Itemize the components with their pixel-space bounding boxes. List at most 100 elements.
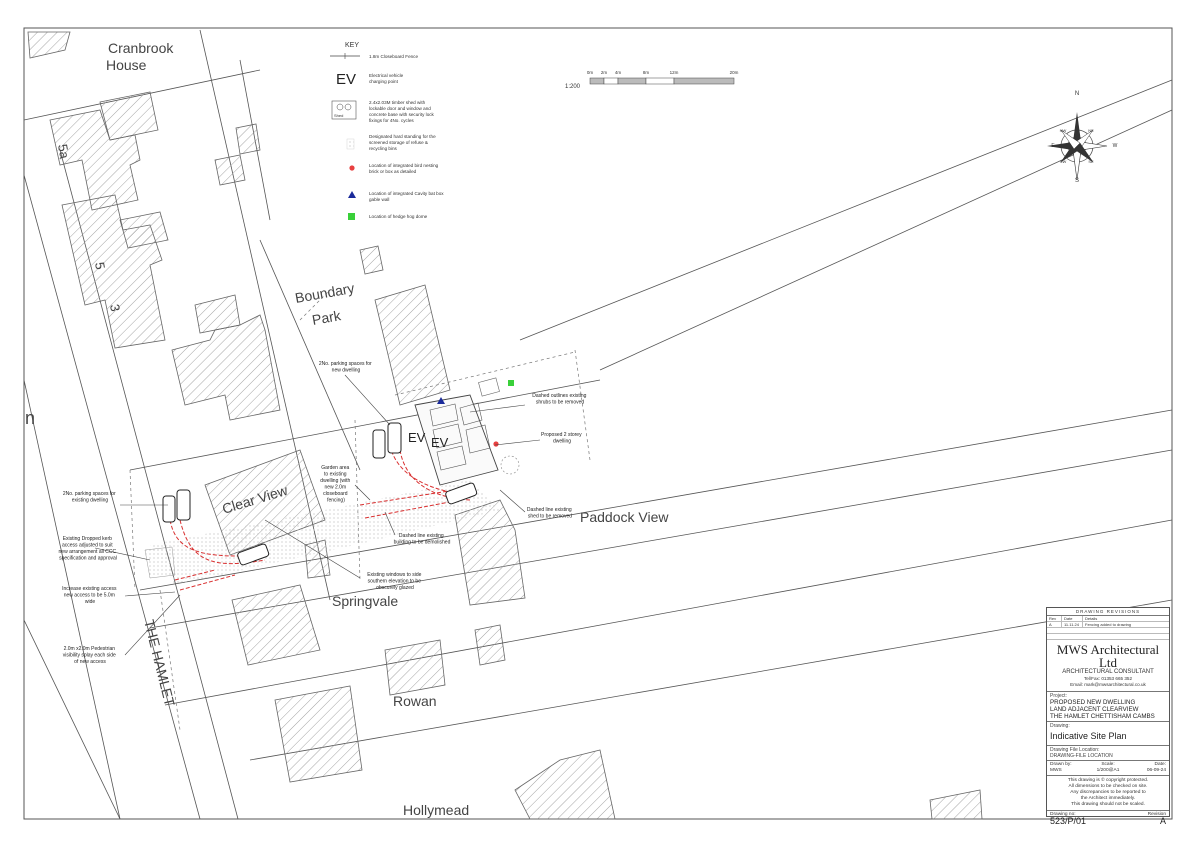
note-parking-existing: 2No. parking spaces for existing dwellin… — [63, 491, 117, 504]
note-visibility-splay: 2.0m x2.0m Pedestrian visibility splay e… — [63, 646, 117, 665]
legend-ev-text: Electrical vehicle charging point — [369, 73, 405, 84]
date-value: 06-09-24 — [1146, 768, 1167, 773]
project-line: THE HAMLET CHETTISHAM CAMBS — [1050, 713, 1155, 720]
title-block: DRAWING REVISIONS Rev Date Details A 11.… — [1046, 607, 1170, 826]
hard-standing-swatch — [346, 138, 355, 150]
legend-shed-text: 2.4x2.03M timber shed with lockable door… — [369, 100, 435, 123]
existing-buildings — [27, 31, 983, 820]
hedgehog-dome-marker — [348, 213, 355, 220]
label-park: Park — [311, 307, 343, 328]
project-block: Project: PROPOSED NEW DWELLING LAND ADJA… — [1047, 692, 1169, 722]
bat-box-marker — [437, 397, 445, 404]
label-the-hamlet: THE HAMLET — [141, 618, 178, 708]
note-dropped-kerb: Existing Dropped kerb access adjusted to… — [59, 536, 118, 562]
label-boundary: Boundary — [294, 280, 356, 306]
scale-tick: 0m — [587, 70, 594, 75]
legend-fence-text: 1.8m Closeboard Fence — [369, 54, 418, 59]
project-line: LAND ADJACENT CLEARVIEW — [1050, 706, 1139, 713]
drawing-no-label: Drawing no: — [1050, 812, 1076, 817]
note-parking-new: 2No. parking spaces for new dwelling — [319, 361, 373, 374]
note-shed-removed: Dashed line existing shed to be removed — [527, 507, 573, 520]
shed-icon — [331, 100, 357, 120]
label-house-3: 3 — [107, 303, 123, 313]
meta-block: Drawn by: Scale: Date: MWS 1/200@A1 06-0… — [1047, 761, 1169, 776]
company-email: Email: mark@mwsarchitectural.co.uk — [1070, 682, 1146, 687]
copyright-line: All dimensions to be checked on site. — [1068, 784, 1148, 789]
ev-label: EV — [408, 430, 426, 445]
legend-ev-symbol: EV — [336, 71, 356, 88]
revision-headers: Rev Date Details — [1047, 616, 1169, 622]
legend-shed-symbol: Shed — [334, 113, 343, 118]
note-shrubs-removed: Dashed outlines existing shrubs to be re… — [532, 393, 588, 406]
label-house-5a: 5a — [55, 143, 72, 161]
bird-box-marker — [349, 165, 355, 171]
label-rowan: Rowan — [393, 693, 437, 709]
copyright-line: This drawing is © copyright protected. — [1067, 778, 1149, 783]
ev-label: EV — [431, 435, 449, 450]
scale-tick: 4m — [615, 70, 622, 75]
file-value: DRAWING-FILE LOCATION — [1050, 753, 1113, 759]
compass-s: S — [1075, 178, 1079, 184]
revision-value: A — [1160, 816, 1167, 826]
drawing-block: Drawing: Indicative Site Plan — [1047, 722, 1169, 746]
drawing-number: 523/P/01 — [1050, 816, 1087, 826]
compass-se: SE — [1088, 159, 1094, 164]
compass-sw: SW — [1060, 159, 1067, 164]
compass-nw: NW — [1060, 128, 1067, 133]
parking-cars — [162, 422, 478, 566]
company-tel: Tel/Fax: 01353 665 352 — [1083, 676, 1132, 681]
label-edge-fragment: n — [25, 408, 35, 428]
annotations: 2No. parking spaces for new dwelling Das… — [59, 361, 588, 665]
drawing-number-block: Drawing no: Revision 523/P/01 A — [1047, 811, 1169, 826]
note-proposed-dwelling: Proposed 2 storey dwelling — [541, 432, 583, 445]
note-building-demolished: Dashed line existing building to be demo… — [394, 533, 451, 546]
compass-ne: NE — [1088, 128, 1094, 133]
drawing-title: Indicative Site Plan — [1050, 731, 1127, 741]
sheet-border — [23, 27, 1173, 820]
scale-label: Scale: — [1101, 762, 1115, 767]
scale-value: 1/200@A1 — [1096, 768, 1120, 773]
copyright-line: the Architect immediately. — [1080, 796, 1136, 801]
label-paddock-view: Paddock View — [580, 509, 669, 525]
copyright-line: Any discrepancies to be reported to — [1070, 790, 1146, 795]
legend-bird-text: Location of integrated bird nesting bric… — [369, 163, 440, 174]
bird-box-marker — [493, 441, 499, 447]
revision-cell: Fencing added to drawing — [1085, 622, 1132, 627]
revision-row-empty — [1047, 628, 1169, 634]
file-label: Drawing File Location: — [1050, 747, 1100, 753]
file-block: Drawing File Location: DRAWING-FILE LOCA… — [1047, 746, 1169, 761]
scale-ratio: 1:200 — [565, 84, 581, 90]
leader-lines — [94, 374, 541, 656]
revision-header: Details — [1085, 616, 1098, 621]
revision-label: Revision — [1147, 812, 1167, 817]
car-icon — [445, 482, 478, 505]
shed-icon — [478, 377, 500, 397]
road-lines — [23, 29, 1173, 820]
revision-cell: A — [1047, 622, 1062, 627]
revision-row-empty — [1047, 634, 1169, 640]
company-block: MWS Architectural Ltd ARCHITECTURAL CONS… — [1047, 640, 1169, 692]
scale-bar: 1:200 0m 2m 4m 8m 12m 20m — [565, 70, 739, 90]
company-name: MWS Architectural Ltd — [1056, 642, 1160, 670]
revision-header: Rev — [1047, 616, 1062, 621]
hedgehog-dome-marker — [508, 380, 514, 386]
note-increase-access: Increase existing access new access to b… — [62, 586, 118, 605]
drawing-label: Drawing: — [1050, 723, 1070, 729]
label-house-5: 5 — [92, 261, 108, 271]
car-icon — [372, 429, 386, 459]
revision-header: Date — [1062, 616, 1083, 621]
legend-hedgehog-text: Location of hedge hog dome — [369, 214, 428, 219]
compass-w: W — [1113, 143, 1118, 149]
date-label: Date: — [1154, 762, 1167, 767]
scale-tick: 2m — [601, 70, 608, 75]
copyright-block: This drawing is © copyright protected. A… — [1047, 776, 1169, 811]
dashed-boundary — [129, 289, 591, 731]
scale-tick: 12m — [670, 70, 679, 75]
label-springvale: Springvale — [332, 593, 398, 609]
note-garden-area: Garden area to existing dwelling (with n… — [320, 465, 351, 504]
label-hollymead: Hollymead — [403, 802, 469, 818]
compass-n: N — [1075, 91, 1079, 97]
car-icon — [387, 422, 402, 454]
scale-tick: 8m — [643, 70, 650, 75]
